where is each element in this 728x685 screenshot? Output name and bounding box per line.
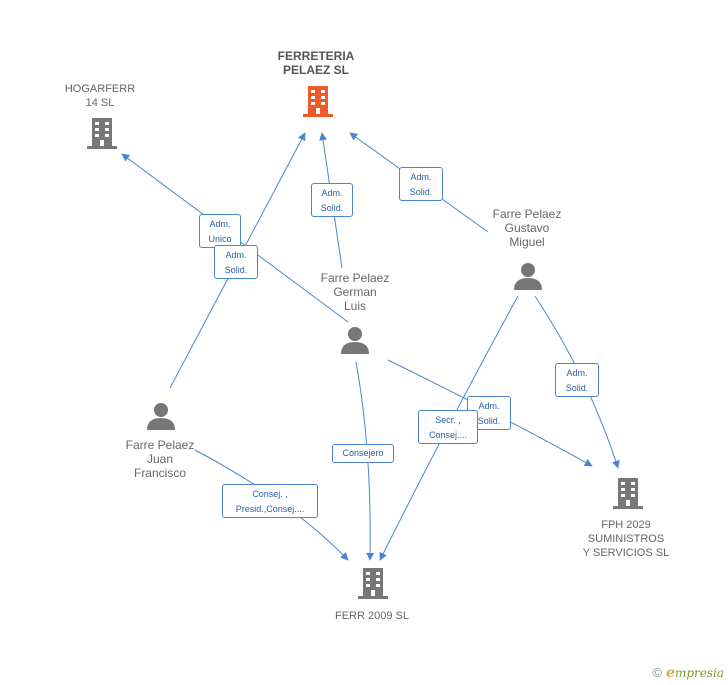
brand-logo-initial: e xyxy=(666,665,675,681)
node-label-ferreteria[interactable]: FERRETERIA PELAEZ SL xyxy=(277,49,355,77)
copyright-symbol: © xyxy=(652,665,663,680)
edge-label-gustavo-fph: Adm. Solid. xyxy=(555,363,599,397)
node-label-fph[interactable]: FPH 2029 SUMINISTROS Y SERVICIOS SL xyxy=(582,519,670,559)
edge-label-german-hogarferr: Adm. Unico xyxy=(199,214,241,248)
edge-label-gustavo-ferr2009: Secr. , Consej.... xyxy=(418,410,478,444)
building-icon-fph xyxy=(613,478,643,509)
edge-label-gustavo-ferreteria: Adm. Solid. xyxy=(399,167,443,201)
node-label-hogarferr[interactable]: HOGARFERR 14 SL xyxy=(64,83,136,109)
node-label-gustavo[interactable]: Farre Pelaez Gustavo Miguel xyxy=(492,207,562,249)
brand-footer: ©empresia xyxy=(652,665,724,681)
building-icon-ferreteria xyxy=(303,86,333,117)
person-icon-german xyxy=(341,327,369,354)
edge-label-german-ferreteria: Adm. Solid. xyxy=(311,183,353,217)
brand-logo-text: mpresia xyxy=(674,666,724,680)
node-label-ferr2009[interactable]: FERR 2009 SL xyxy=(335,610,409,622)
person-icon-juan xyxy=(147,403,175,430)
edge-label-german-ferr2009: Consejero xyxy=(332,444,394,463)
node-label-juan[interactable]: Farre Pelaez Juan Francisco xyxy=(125,438,195,480)
building-icon-hogarferr xyxy=(87,118,117,149)
node-label-german[interactable]: Farre Pelaez German Luis xyxy=(320,271,390,313)
edge-label-juan-ferr2009: Consej. , Presid.,Consej.... xyxy=(222,484,318,518)
building-icon-ferr2009 xyxy=(358,568,388,599)
person-icon-gustavo xyxy=(514,263,542,290)
edge-label-juan-ferreteria: Adm. Solid. xyxy=(214,245,258,279)
